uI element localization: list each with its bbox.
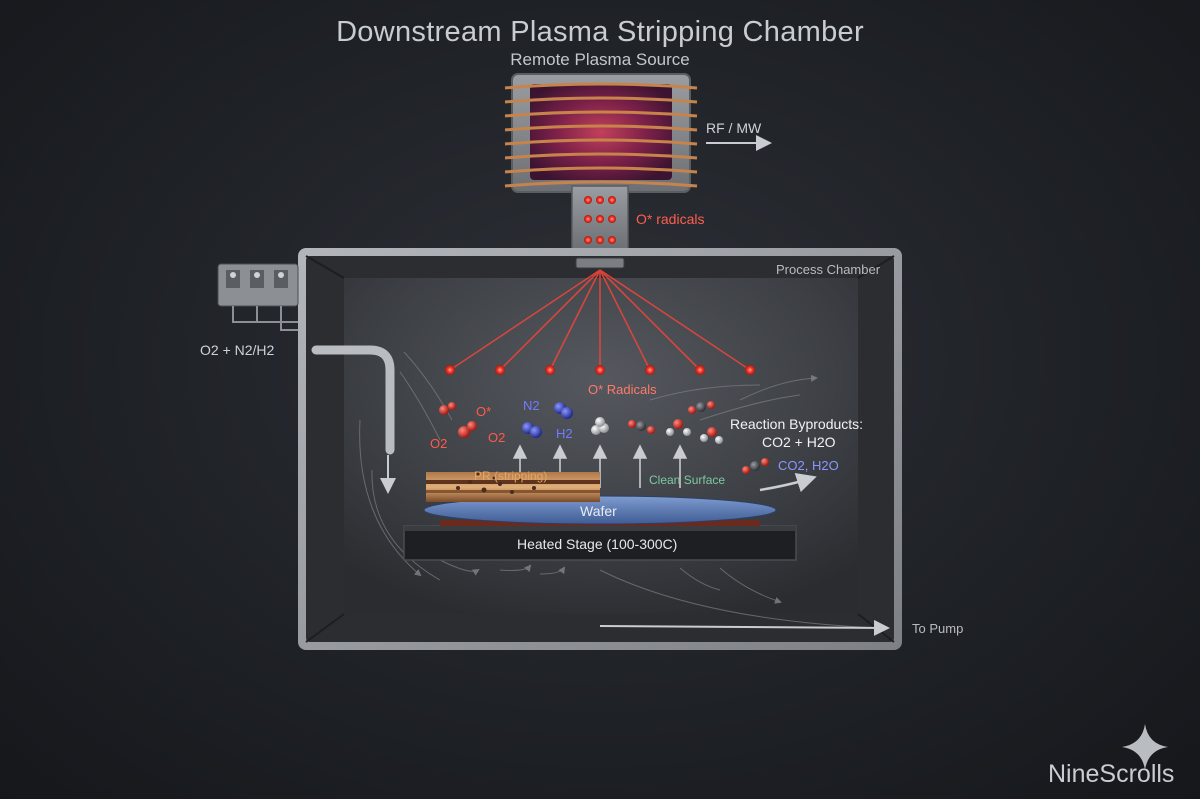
photoresist-layer (426, 472, 600, 502)
clean-surface-label: Clean Surface (649, 473, 726, 487)
radical-beam-ends (445, 365, 755, 375)
diagram-title: Downstream Plasma Stripping Chamber (336, 16, 864, 48)
byproducts-title: Reaction Byproducts: (730, 416, 864, 432)
pr-label: PR (stripping) (474, 469, 548, 483)
remote-plasma-source (504, 73, 698, 251)
source-label: Remote Plasma Source (510, 50, 690, 69)
byproducts-formula: CO2 + H2O (762, 434, 836, 450)
byproducts-small: CO2, H2O (778, 458, 839, 473)
species-n2: N2 (523, 398, 540, 413)
rf-label: RF / MW (706, 120, 762, 136)
species-h2: H2 (556, 426, 573, 441)
pump-label: To Pump (912, 621, 964, 636)
byproduct-arrow (759, 473, 817, 493)
stage-label: Heated Stage (100-300C) (517, 536, 678, 552)
radicals-label: O* radicals (636, 211, 705, 227)
radical-dots (584, 196, 616, 244)
species-o2-b: O2 (488, 430, 506, 445)
gas-inlet-pipe (311, 345, 395, 455)
pump-arrow (599, 619, 890, 636)
rf-coil (504, 82, 698, 188)
radical-beams (449, 269, 751, 371)
gas-box (217, 263, 299, 331)
o-radicals-label: O* Radicals (588, 382, 657, 397)
molecules (439, 401, 769, 474)
sparkle-icon (1122, 724, 1168, 770)
brand-logo: NineScrolls (1048, 760, 1175, 788)
chamber-label: Process Chamber (776, 262, 881, 277)
species-o2-a: O2 (430, 436, 448, 451)
gas-flow-lines (359, 351, 881, 629)
wafer-label: Wafer (580, 503, 617, 519)
species-o-star: O* (476, 404, 492, 419)
gas-inlet-label: O2 + N2/H2 (200, 342, 275, 358)
